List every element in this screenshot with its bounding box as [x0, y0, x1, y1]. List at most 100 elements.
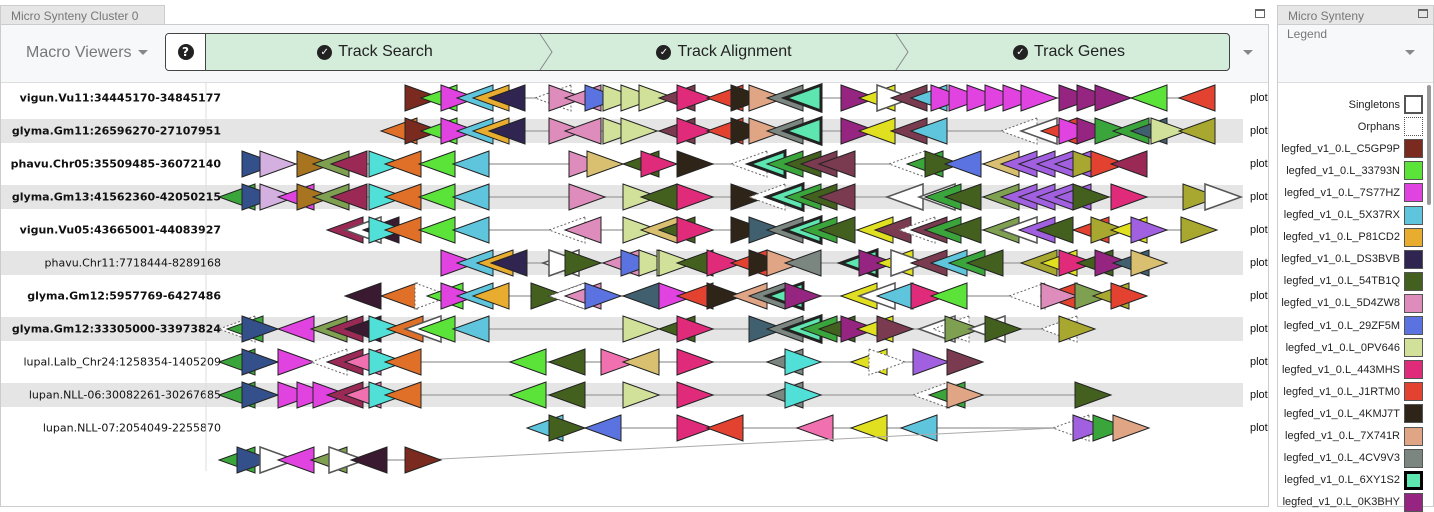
plot-link[interactable]: plot	[1250, 323, 1268, 335]
track-label[interactable]: lupal.Lalb_Chr24:1258354-1405209	[23, 355, 221, 369]
gene-arrow[interactable]	[909, 117, 948, 145]
gene-arrow[interactable]	[910, 282, 949, 310]
gene-arrow[interactable]	[676, 84, 715, 112]
track-label[interactable]: phavu.Chr05:35509485-36072140	[10, 157, 221, 171]
track-label[interactable]: glyma.Gm12:33305000-33973824	[11, 322, 221, 336]
main-panel-tab[interactable]: Micro Synteny Cluster 0	[0, 5, 165, 25]
plot-link[interactable]: plot	[1250, 389, 1268, 401]
gene-arrow[interactable]	[622, 315, 661, 343]
gene-arrow[interactable]	[241, 348, 280, 376]
gene-arrow[interactable]	[639, 183, 678, 211]
track-label[interactable]: glyma.Gm11:26596270-27107951	[11, 124, 221, 138]
gene-arrow[interactable]	[929, 282, 968, 310]
step-track-search[interactable]: ✓Track Search	[206, 34, 544, 70]
gene-arrow[interactable]	[1094, 84, 1133, 112]
gene-arrow[interactable]	[343, 282, 382, 310]
gene-arrow[interactable]	[1129, 84, 1168, 112]
legend-item[interactable]: legfed_v1_0.L_DS3BVB	[1281, 249, 1423, 269]
gene-arrow[interactable]	[1020, 84, 1059, 112]
gene-arrow[interactable]	[236, 446, 275, 474]
gene-arrow[interactable]	[890, 248, 930, 278]
plot-link[interactable]: plot	[1250, 356, 1268, 368]
gene-arrow[interactable]	[706, 282, 745, 310]
gene-arrow[interactable]	[1182, 183, 1221, 211]
gene-arrow[interactable]	[563, 216, 602, 244]
gene-arrow[interactable]	[876, 315, 915, 343]
gene-arrow[interactable]	[1204, 182, 1244, 212]
gene-arrow[interactable]	[417, 183, 456, 211]
gene-arrow[interactable]	[1040, 282, 1079, 310]
gene-arrow[interactable]	[1090, 216, 1129, 244]
gene-arrow[interactable]	[1072, 414, 1111, 442]
gene-arrow[interactable]	[328, 445, 368, 475]
gene-arrow[interactable]	[676, 414, 715, 442]
gene-arrow[interactable]	[451, 150, 490, 178]
plot-link[interactable]: plot	[1250, 191, 1268, 203]
gene-arrow[interactable]	[583, 414, 622, 442]
gene-arrow[interactable]	[621, 348, 660, 376]
pipeline-dropdown-caret[interactable]	[1243, 50, 1253, 55]
gene-arrow[interactable]	[622, 381, 661, 409]
gene-arrow[interactable]	[584, 282, 623, 310]
gene-arrow[interactable]	[784, 282, 823, 310]
gene-arrow[interactable]	[471, 282, 510, 310]
step-track-alignment[interactable]: ✓Track Alignment	[552, 34, 896, 70]
plot-link[interactable]: plot	[1250, 125, 1268, 137]
maximize-icon[interactable]	[1255, 9, 1265, 18]
gene-arrow[interactable]	[1130, 216, 1169, 244]
gene-arrow[interactable]	[563, 117, 602, 145]
gene-arrow[interactable]	[383, 183, 422, 211]
legend-item[interactable]: legfed_v1_0.L_5D4ZW8	[1281, 293, 1423, 313]
gene-arrow[interactable]	[276, 315, 315, 343]
plot-link[interactable]: plot	[1250, 290, 1268, 302]
gene-arrow[interactable]	[548, 414, 587, 442]
legend-item[interactable]: Orphans	[1358, 117, 1423, 137]
gene-arrow[interactable]	[1180, 216, 1219, 244]
gene-arrow[interactable]	[943, 216, 982, 244]
gene-arrow[interactable]	[1110, 183, 1149, 211]
gene-arrow[interactable]	[586, 150, 625, 178]
gene-arrow[interactable]	[946, 381, 985, 409]
gene-arrow[interactable]	[1130, 249, 1169, 277]
plot-link[interactable]: plot	[1250, 422, 1268, 434]
gene-arrow[interactable]	[259, 150, 298, 178]
gene-arrow[interactable]	[946, 348, 985, 376]
gene-arrow[interactable]	[417, 216, 456, 244]
gene-arrow[interactable]	[676, 150, 715, 178]
gene-arrow[interactable]	[241, 381, 280, 409]
legend-item[interactable]: legfed_v1_0.L_4KMJ7T	[1284, 404, 1423, 424]
gene-arrow[interactable]	[817, 183, 856, 211]
gene-arrow[interactable]	[943, 183, 982, 211]
legend-item[interactable]: legfed_v1_0.L_29ZF5M	[1284, 316, 1423, 335]
gene-arrow[interactable]	[944, 315, 983, 343]
legend-panel-tab[interactable]: Micro Synteny	[1277, 5, 1434, 25]
gene-arrow[interactable]	[1150, 117, 1189, 145]
help-button[interactable]: ?	[166, 34, 206, 70]
legend-item[interactable]: legfed_v1_0.L_0PV646	[1286, 338, 1423, 358]
gene-arrow[interactable]	[1072, 183, 1111, 211]
track-label[interactable]: lupan.NLL-06:30082261-30267685	[28, 388, 221, 402]
gene-arrow[interactable]	[1109, 150, 1148, 178]
gene-arrow[interactable]	[1058, 315, 1097, 343]
gene-arrow[interactable]	[417, 150, 456, 178]
legend-item[interactable]: legfed_v1_0.L_4CV9V3	[1284, 448, 1423, 468]
gene-arrow[interactable]	[1090, 150, 1129, 178]
gene-arrow[interactable]	[329, 183, 368, 211]
gene-arrow[interactable]	[784, 348, 823, 376]
gene-arrow[interactable]	[600, 348, 639, 376]
gene-arrow[interactable]	[276, 446, 315, 474]
maximize-icon[interactable]	[1418, 9, 1428, 18]
gene-arrow[interactable]	[912, 348, 951, 376]
gene-arrow[interactable]	[241, 315, 280, 343]
gene-arrow[interactable]	[508, 381, 547, 409]
gene-arrow[interactable]	[451, 183, 490, 211]
gene-arrow[interactable]	[547, 381, 586, 409]
gene-arrow[interactable]	[795, 414, 834, 442]
track-label[interactable]: glyma.Gm12:5957769-6427486	[27, 289, 221, 303]
gene-arrow[interactable]	[676, 315, 715, 343]
gene-arrow[interactable]	[277, 381, 316, 409]
track-label[interactable]: phavu.Chr11:7718444-8289168	[44, 256, 222, 270]
gene-arrow[interactable]	[487, 117, 526, 145]
legend-item[interactable]: legfed_v1_0.L_0K3BHY	[1283, 492, 1423, 512]
legend-item[interactable]: Singletons	[1349, 95, 1423, 114]
